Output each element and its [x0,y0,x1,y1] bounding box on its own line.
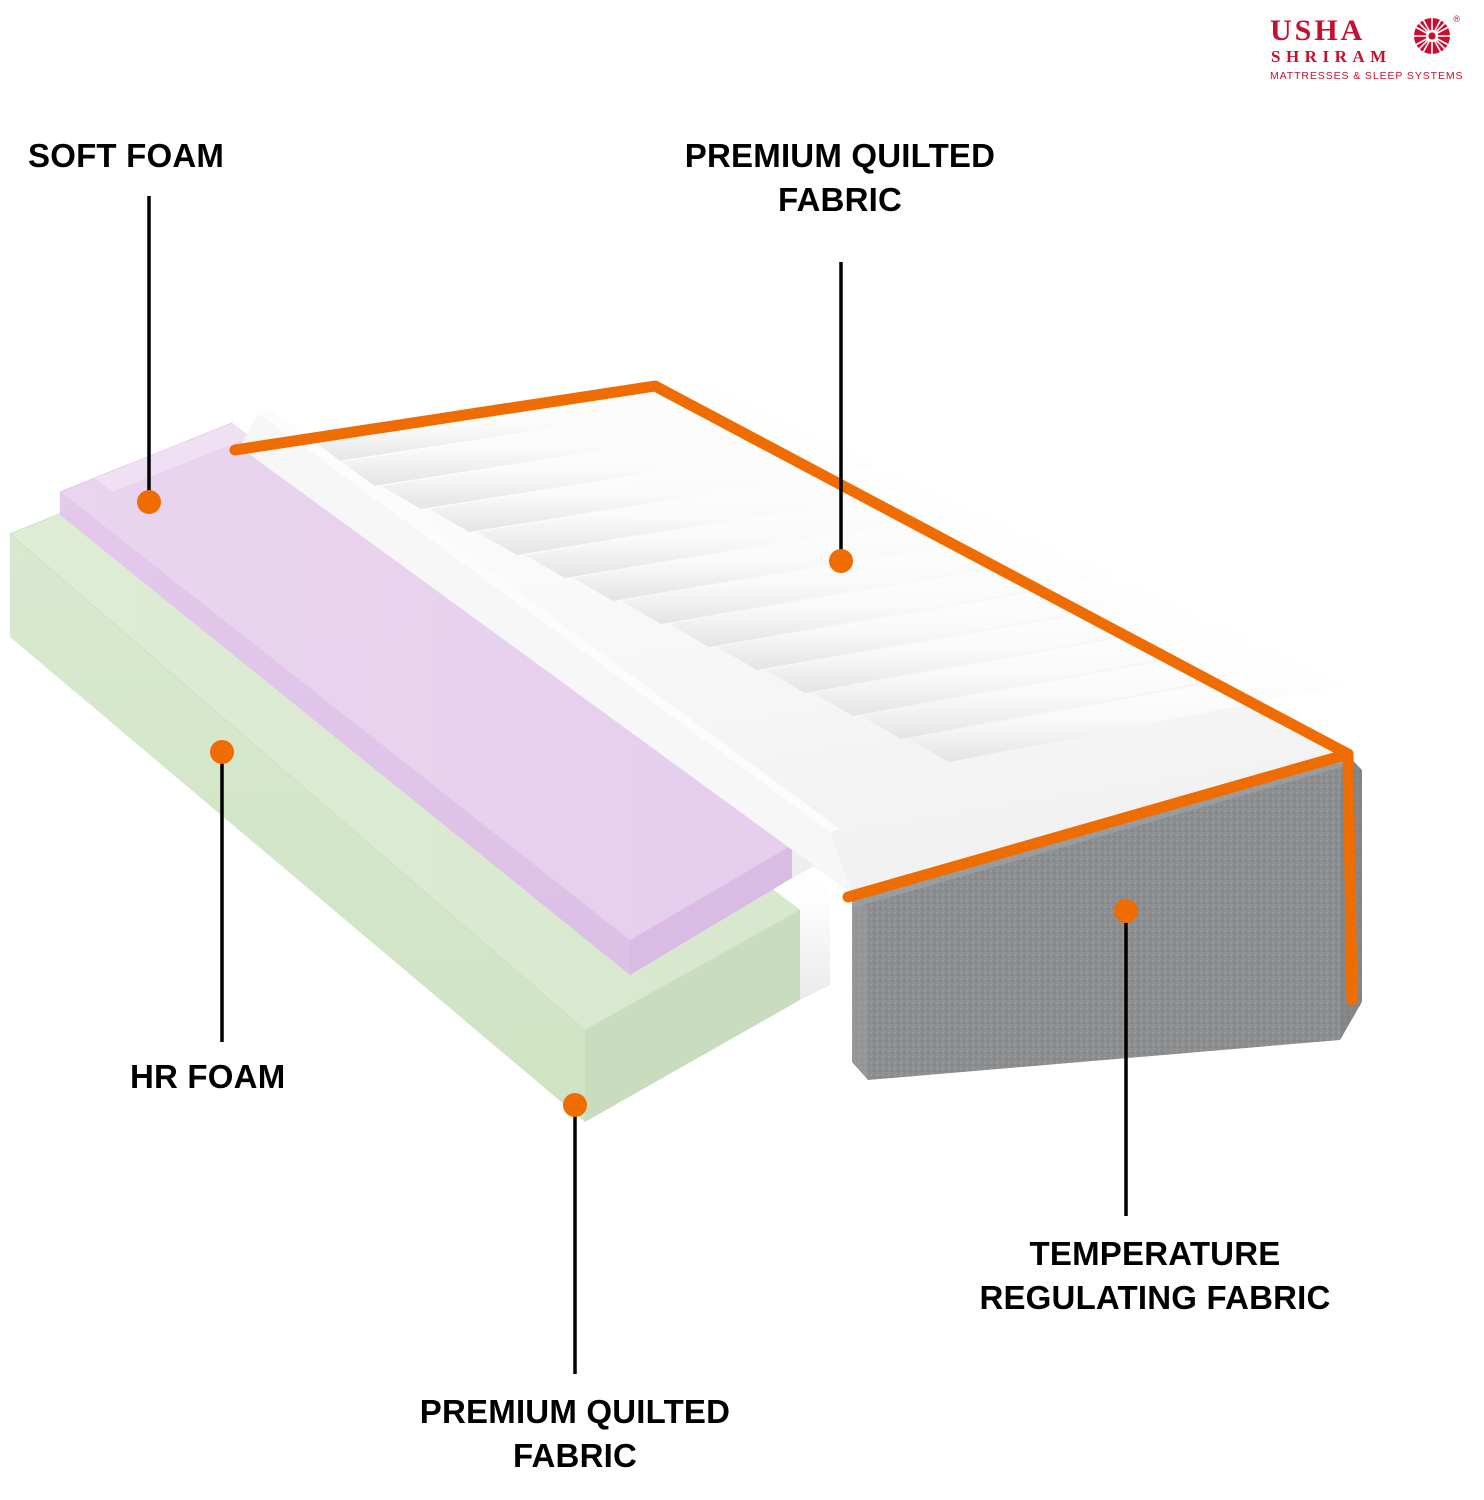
callout-label-premium-quilted-fabric-bottom: PREMIUM QUILTED FABRIC [419,1393,731,1474]
callout-label-premium-quilted-fabric-top: PREMIUM QUILTED FABRIC [684,137,996,218]
callout-label-temperature-regulating-fabric: TEMPERATURE REGULATING FABRIC [979,1235,1331,1316]
callout-label-soft-foam: SOFT FOAM [28,137,225,174]
brand-sub-name: SHRIRAM [1271,47,1392,66]
callout-dot-hr-foam[interactable] [210,740,234,764]
brand-name: USHA [1270,14,1366,47]
orange-outline [229,380,1358,1006]
brand-logo: USHA SHRIRAM MATTRESSES & SLEEP SYSTEMS … [1270,8,1464,92]
orange-outline-bottom [842,748,1354,903]
registered-mark: ® [1453,14,1460,24]
callout-label-hr-foam: HR FOAM [130,1058,286,1095]
brand-tagline: MATTRESSES & SLEEP SYSTEMS [1270,70,1464,82]
leader-lines [147,196,1128,1374]
callout-dot-premium-quilted-fabric-bottom[interactable] [563,1093,587,1117]
callout-dot-temperature-regulating-fabric[interactable] [1114,899,1138,923]
callout-dot-soft-foam[interactable] [137,490,161,514]
callout-dot-premium-quilted-fabric-top[interactable] [829,549,853,573]
sunburst-icon [1414,18,1450,54]
